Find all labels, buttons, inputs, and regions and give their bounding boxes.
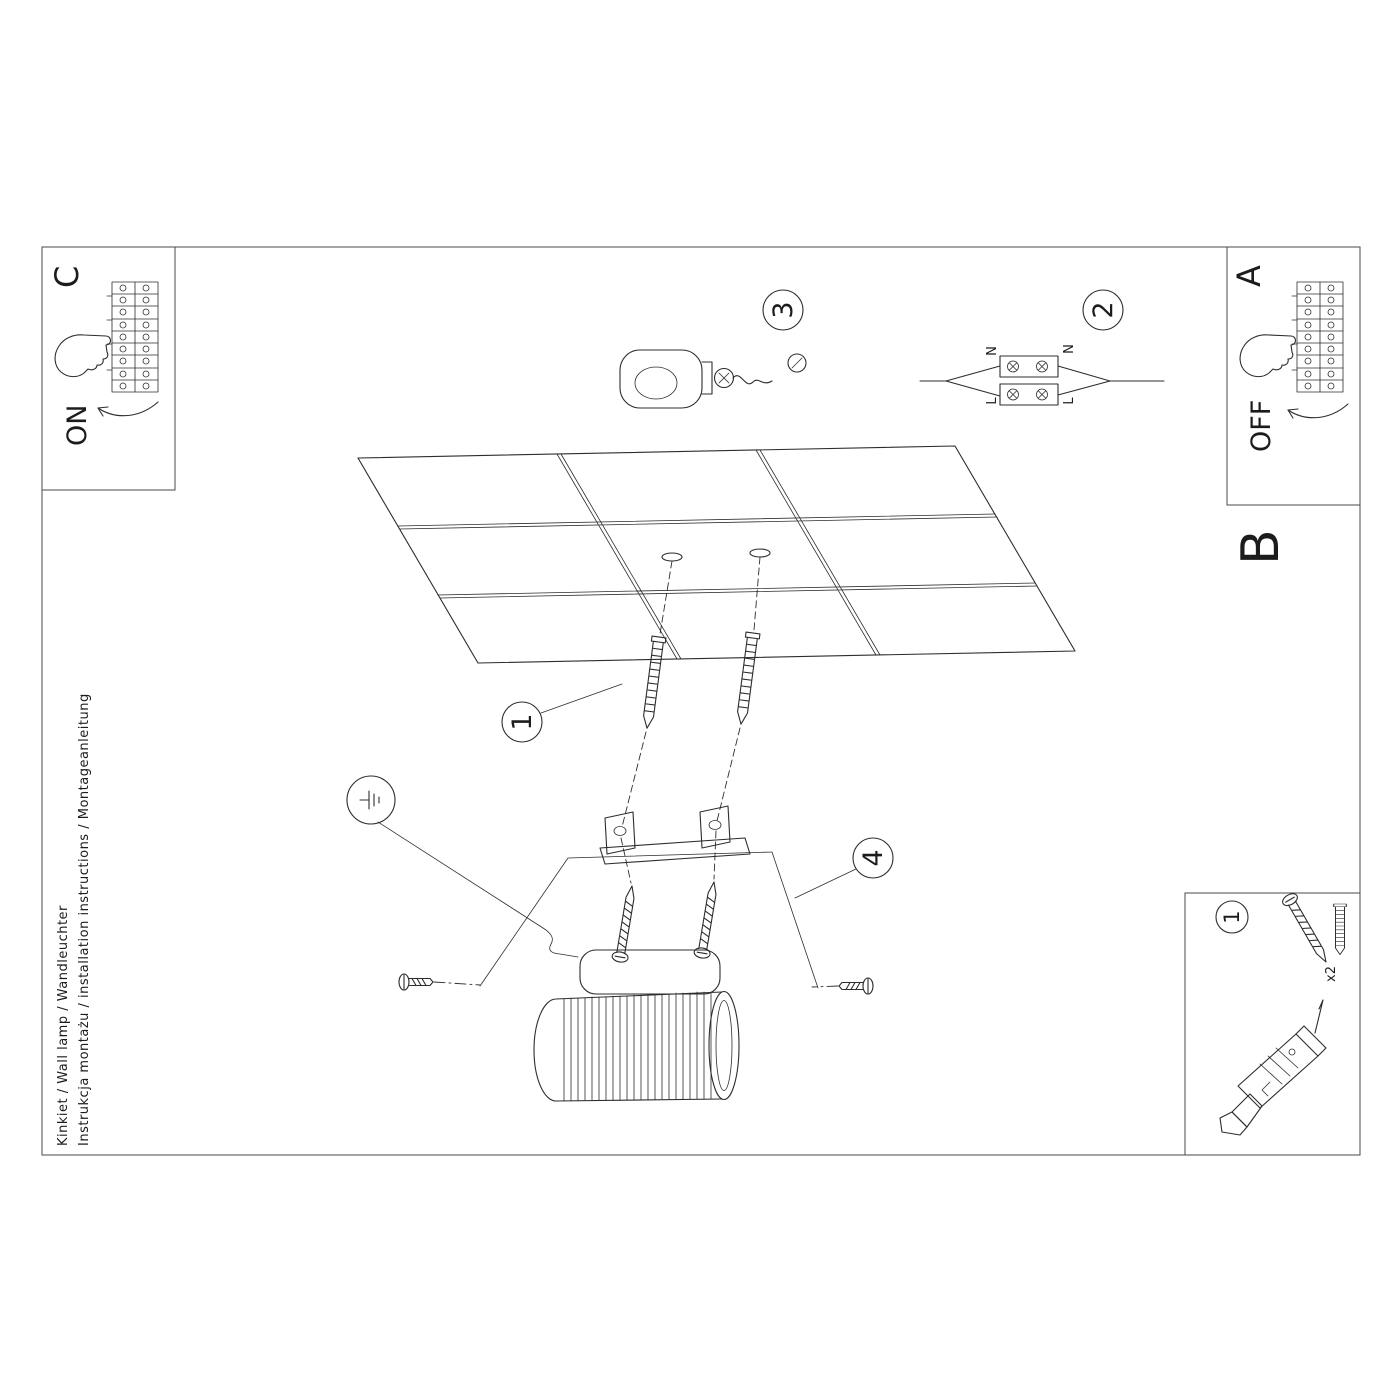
parts-quantity-label: x2 — [1324, 966, 1339, 982]
step-4-badge — [852, 837, 894, 879]
canopy-cup-icon — [619, 349, 703, 409]
earth-ground-icon — [346, 775, 396, 825]
terminal-block-l — [999, 383, 1059, 406]
step-2-detail: 2 N L N L — [919, 289, 1165, 406]
wire-label-n-right: N — [1062, 344, 1077, 354]
ground-wire — [377, 821, 579, 958]
section-a-box — [1226, 246, 1361, 506]
wall-lamp — [533, 949, 740, 1102]
wire-right — [1057, 365, 1165, 396]
parts-box-content: 1 x2 — [1215, 890, 1347, 1136]
panel-grid-lines — [397, 449, 1038, 660]
step-3-number: 3 — [768, 301, 799, 318]
drill-hole-left — [661, 552, 683, 562]
panel-outline — [357, 445, 1076, 664]
step-4-marker: 4 — [794, 837, 894, 899]
mounting-screw-right — [692, 880, 723, 960]
wall-plug-icon-right — [733, 631, 761, 726]
wall-plug-icon — [1333, 903, 1347, 956]
cord-grip-screw-icon — [713, 367, 735, 389]
projection-outline — [479, 851, 819, 989]
step-2-badge — [1082, 289, 1124, 331]
step-3-detail: 3 — [619, 289, 807, 409]
bracket-hole-left — [613, 826, 627, 836]
mounting-bracket — [599, 805, 751, 865]
wire-label-l-right: L — [1062, 397, 1077, 405]
parts-box — [1184, 892, 1361, 1156]
shade-screw-left — [398, 973, 434, 991]
cord-grip-bracket — [701, 361, 713, 395]
shade-ribs — [563, 991, 712, 1102]
terminal-block-n — [999, 355, 1059, 378]
wire-left — [919, 365, 1001, 397]
projection-dashed-lines — [620, 556, 761, 884]
bracket-hole-right — [708, 820, 722, 830]
shade-screw-axis-left — [433, 981, 481, 986]
wall-plug-icon-left — [639, 635, 667, 730]
power-off-label: OFF — [1246, 400, 1277, 452]
wall-panel — [357, 445, 1076, 664]
outer-frame — [41, 246, 1361, 1156]
breaker-panel-icon — [106, 281, 159, 393]
terminal-screws — [1007, 360, 1048, 401]
screw-head-icon — [787, 353, 807, 373]
drill-icon — [1219, 999, 1327, 1136]
section-b-label: B — [1231, 529, 1291, 565]
parts-step-number: 1 — [1220, 910, 1244, 923]
step-2-number: 2 — [1088, 301, 1119, 318]
section-c: C ON — [48, 266, 159, 446]
step-4-number: 4 — [858, 849, 889, 866]
lamp-shade — [533, 990, 740, 1102]
drill-hole-right — [749, 548, 771, 558]
bracket-bar — [599, 837, 751, 865]
document-title-instructions: Instrukcja montażu / installation instru… — [77, 693, 92, 1146]
wire-label-l-left: L — [985, 397, 1000, 405]
step-1-marker: 1 — [501, 683, 623, 743]
document-title-product: Kinkiet / Wall lamp / Wandleuchter — [56, 905, 71, 1146]
bracket-ear-left — [604, 811, 636, 855]
hand-press-icon — [1239, 334, 1297, 378]
breaker-panel-icon — [1291, 281, 1344, 393]
wire-label-n-left: N — [985, 346, 1000, 356]
screw-icon — [1280, 890, 1334, 967]
power-cord — [732, 375, 773, 385]
step-1-badge — [501, 701, 543, 743]
shade-screw-axis-right — [811, 985, 839, 988]
step-4-leader — [794, 868, 857, 899]
step-1-leader — [540, 683, 623, 714]
power-on-label: ON — [62, 405, 93, 446]
canopy-hole — [634, 366, 678, 400]
mounting-screw-left — [610, 884, 641, 964]
section-a-label: A — [1230, 265, 1268, 287]
arrow-curve-icon — [1287, 403, 1349, 419]
section-c-label: C — [48, 266, 86, 288]
step-1-number: 1 — [507, 713, 538, 730]
lamp-junction-box — [579, 949, 721, 995]
parts-step-badge — [1215, 900, 1249, 934]
step-3-badge — [762, 289, 804, 331]
bracket-ear-right — [699, 805, 731, 849]
shade-screw-right — [838, 977, 874, 995]
section-a: A OFF — [1230, 265, 1349, 452]
section-c-box — [41, 246, 176, 491]
arrow-curve-icon — [97, 401, 159, 417]
hand-press-icon — [54, 334, 112, 378]
